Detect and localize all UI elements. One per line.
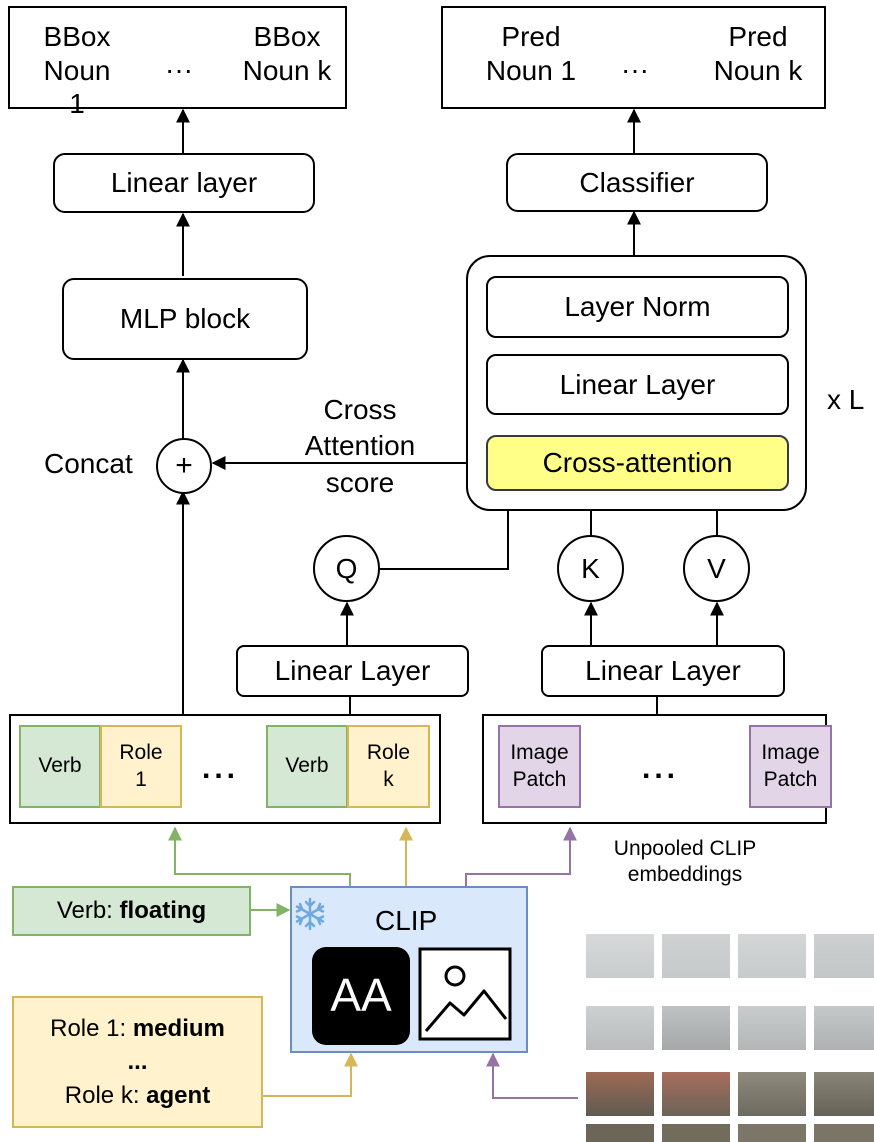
image-tile xyxy=(586,1006,654,1050)
pred-ellipsis: ··· xyxy=(621,54,649,85)
cross-attention-score-line3: score xyxy=(325,466,395,498)
verb-token-1: Verb xyxy=(19,725,101,808)
verb-input-box: Verb: floating xyxy=(12,886,251,936)
cross-attention-score-label: Cross Attention score xyxy=(270,392,450,501)
cross-attention-score-line1: Cross xyxy=(323,394,397,425)
image-tile xyxy=(586,934,654,978)
image-tile xyxy=(586,1124,654,1142)
layer-norm-box: Layer Norm xyxy=(486,276,789,338)
role-token-1-line1: Role xyxy=(119,741,163,765)
text-encoder-icon-label: AA xyxy=(330,969,392,1021)
role-input-line3-prefix: Role k: xyxy=(64,1081,147,1109)
k-circle: K xyxy=(557,535,624,602)
text-token-ellipsis: ... xyxy=(202,752,240,785)
mlp-block: MLP block xyxy=(62,278,308,360)
concat-circle: + xyxy=(156,438,212,494)
arrow-clip-to-image-tokens xyxy=(465,826,577,886)
image-tile xyxy=(814,934,874,978)
image-tile xyxy=(586,1072,654,1116)
pred-noun-1-line2: Noun 1 xyxy=(485,54,577,86)
image-tile xyxy=(662,1006,730,1050)
image-tile xyxy=(738,934,806,978)
q-circle: Q xyxy=(313,535,380,602)
arrow-q-to-cross-attention xyxy=(380,490,515,570)
image-tile xyxy=(662,934,730,978)
image-patch-k-line1: Image xyxy=(761,741,820,765)
bbox-ellipsis: ··· xyxy=(165,54,193,85)
image-patch-k-line2: Patch xyxy=(763,767,818,791)
bbox-noun-k-line2: Noun k xyxy=(242,54,332,86)
pred-output-box: Pred Noun 1 ··· Pred Noun k xyxy=(441,6,826,109)
input-image-patches xyxy=(578,926,874,1142)
image-token-ellipsis: ... xyxy=(642,752,680,785)
bbox-noun-k-line1: BBox xyxy=(253,21,321,52)
image-tile xyxy=(662,1124,730,1142)
arrow-image-to-clip xyxy=(486,1052,578,1099)
unpooled-line2: embeddings xyxy=(627,863,743,887)
classifier-box: Classifier xyxy=(506,153,768,212)
snowflake-icon xyxy=(295,897,325,931)
arrow-clip-to-verb-tokens xyxy=(168,826,351,886)
role-token-k-line1: Role xyxy=(366,741,411,765)
image-icon xyxy=(418,947,512,1041)
image-tile xyxy=(738,1124,806,1142)
linear-layer-top: Linear layer xyxy=(53,153,315,213)
concat-label: Concat xyxy=(44,448,133,479)
image-tile xyxy=(738,1006,806,1050)
linear-layer-q: Linear Layer xyxy=(236,645,469,697)
role-token-k-line2: k xyxy=(383,767,394,791)
role-token-1: Role 1 xyxy=(100,725,182,808)
role-input-box: Role 1: medium ... Role k: agent xyxy=(12,996,263,1128)
image-patch-token-k: Image Patch xyxy=(749,725,832,808)
image-tile xyxy=(738,1072,806,1116)
pred-noun-1-line1: Pred xyxy=(501,21,561,52)
image-patch-1-line2: Patch xyxy=(512,767,567,791)
image-tile xyxy=(814,1124,874,1142)
role-input-line1-prefix: Role 1: xyxy=(50,1014,133,1042)
pred-noun-k-line2: Noun k xyxy=(713,54,803,86)
bbox-noun-1-line1: BBox xyxy=(43,21,111,52)
image-tile xyxy=(814,1006,874,1050)
arrow-role-input-to-clip xyxy=(263,1052,358,1097)
unpooled-line1: Unpooled CLIP xyxy=(613,837,757,860)
cross-attention-score-line2: Attention xyxy=(304,430,416,462)
role-input-line3-value: agent xyxy=(146,1081,211,1109)
image-tile xyxy=(814,1072,874,1116)
role-token-k: Role k xyxy=(347,725,430,808)
clip-title: CLIP xyxy=(375,905,438,936)
verb-input-value: floating xyxy=(119,896,207,924)
repeat-label: x L xyxy=(827,384,865,415)
bbox-noun-1-line2: Noun 1 xyxy=(43,54,111,120)
cross-attention-box: Cross-attention xyxy=(486,435,789,491)
pred-noun-k-line1: Pred xyxy=(728,21,788,52)
role-input-ellipsis: ... xyxy=(127,1048,148,1076)
image-patch-1-line1: Image xyxy=(510,741,569,765)
image-patch-token-1: Image Patch xyxy=(498,725,581,808)
text-encoder-icon xyxy=(312,947,410,1045)
role-input-line1-value: medium xyxy=(132,1014,225,1042)
v-circle: V xyxy=(683,535,750,602)
bbox-output-box: BBox Noun 1 ··· BBox Noun k xyxy=(8,6,347,119)
linear-layer-transformer: Linear Layer xyxy=(486,354,789,415)
role-token-1-line2: 1 xyxy=(135,767,147,791)
verb-input-prefix: Verb: xyxy=(56,896,120,924)
image-tile xyxy=(662,1072,730,1116)
linear-layer-kv: Linear Layer xyxy=(541,645,785,697)
verb-token-k: Verb xyxy=(266,725,348,808)
unpooled-clip-label: Unpooled CLIP embeddings xyxy=(590,836,780,889)
